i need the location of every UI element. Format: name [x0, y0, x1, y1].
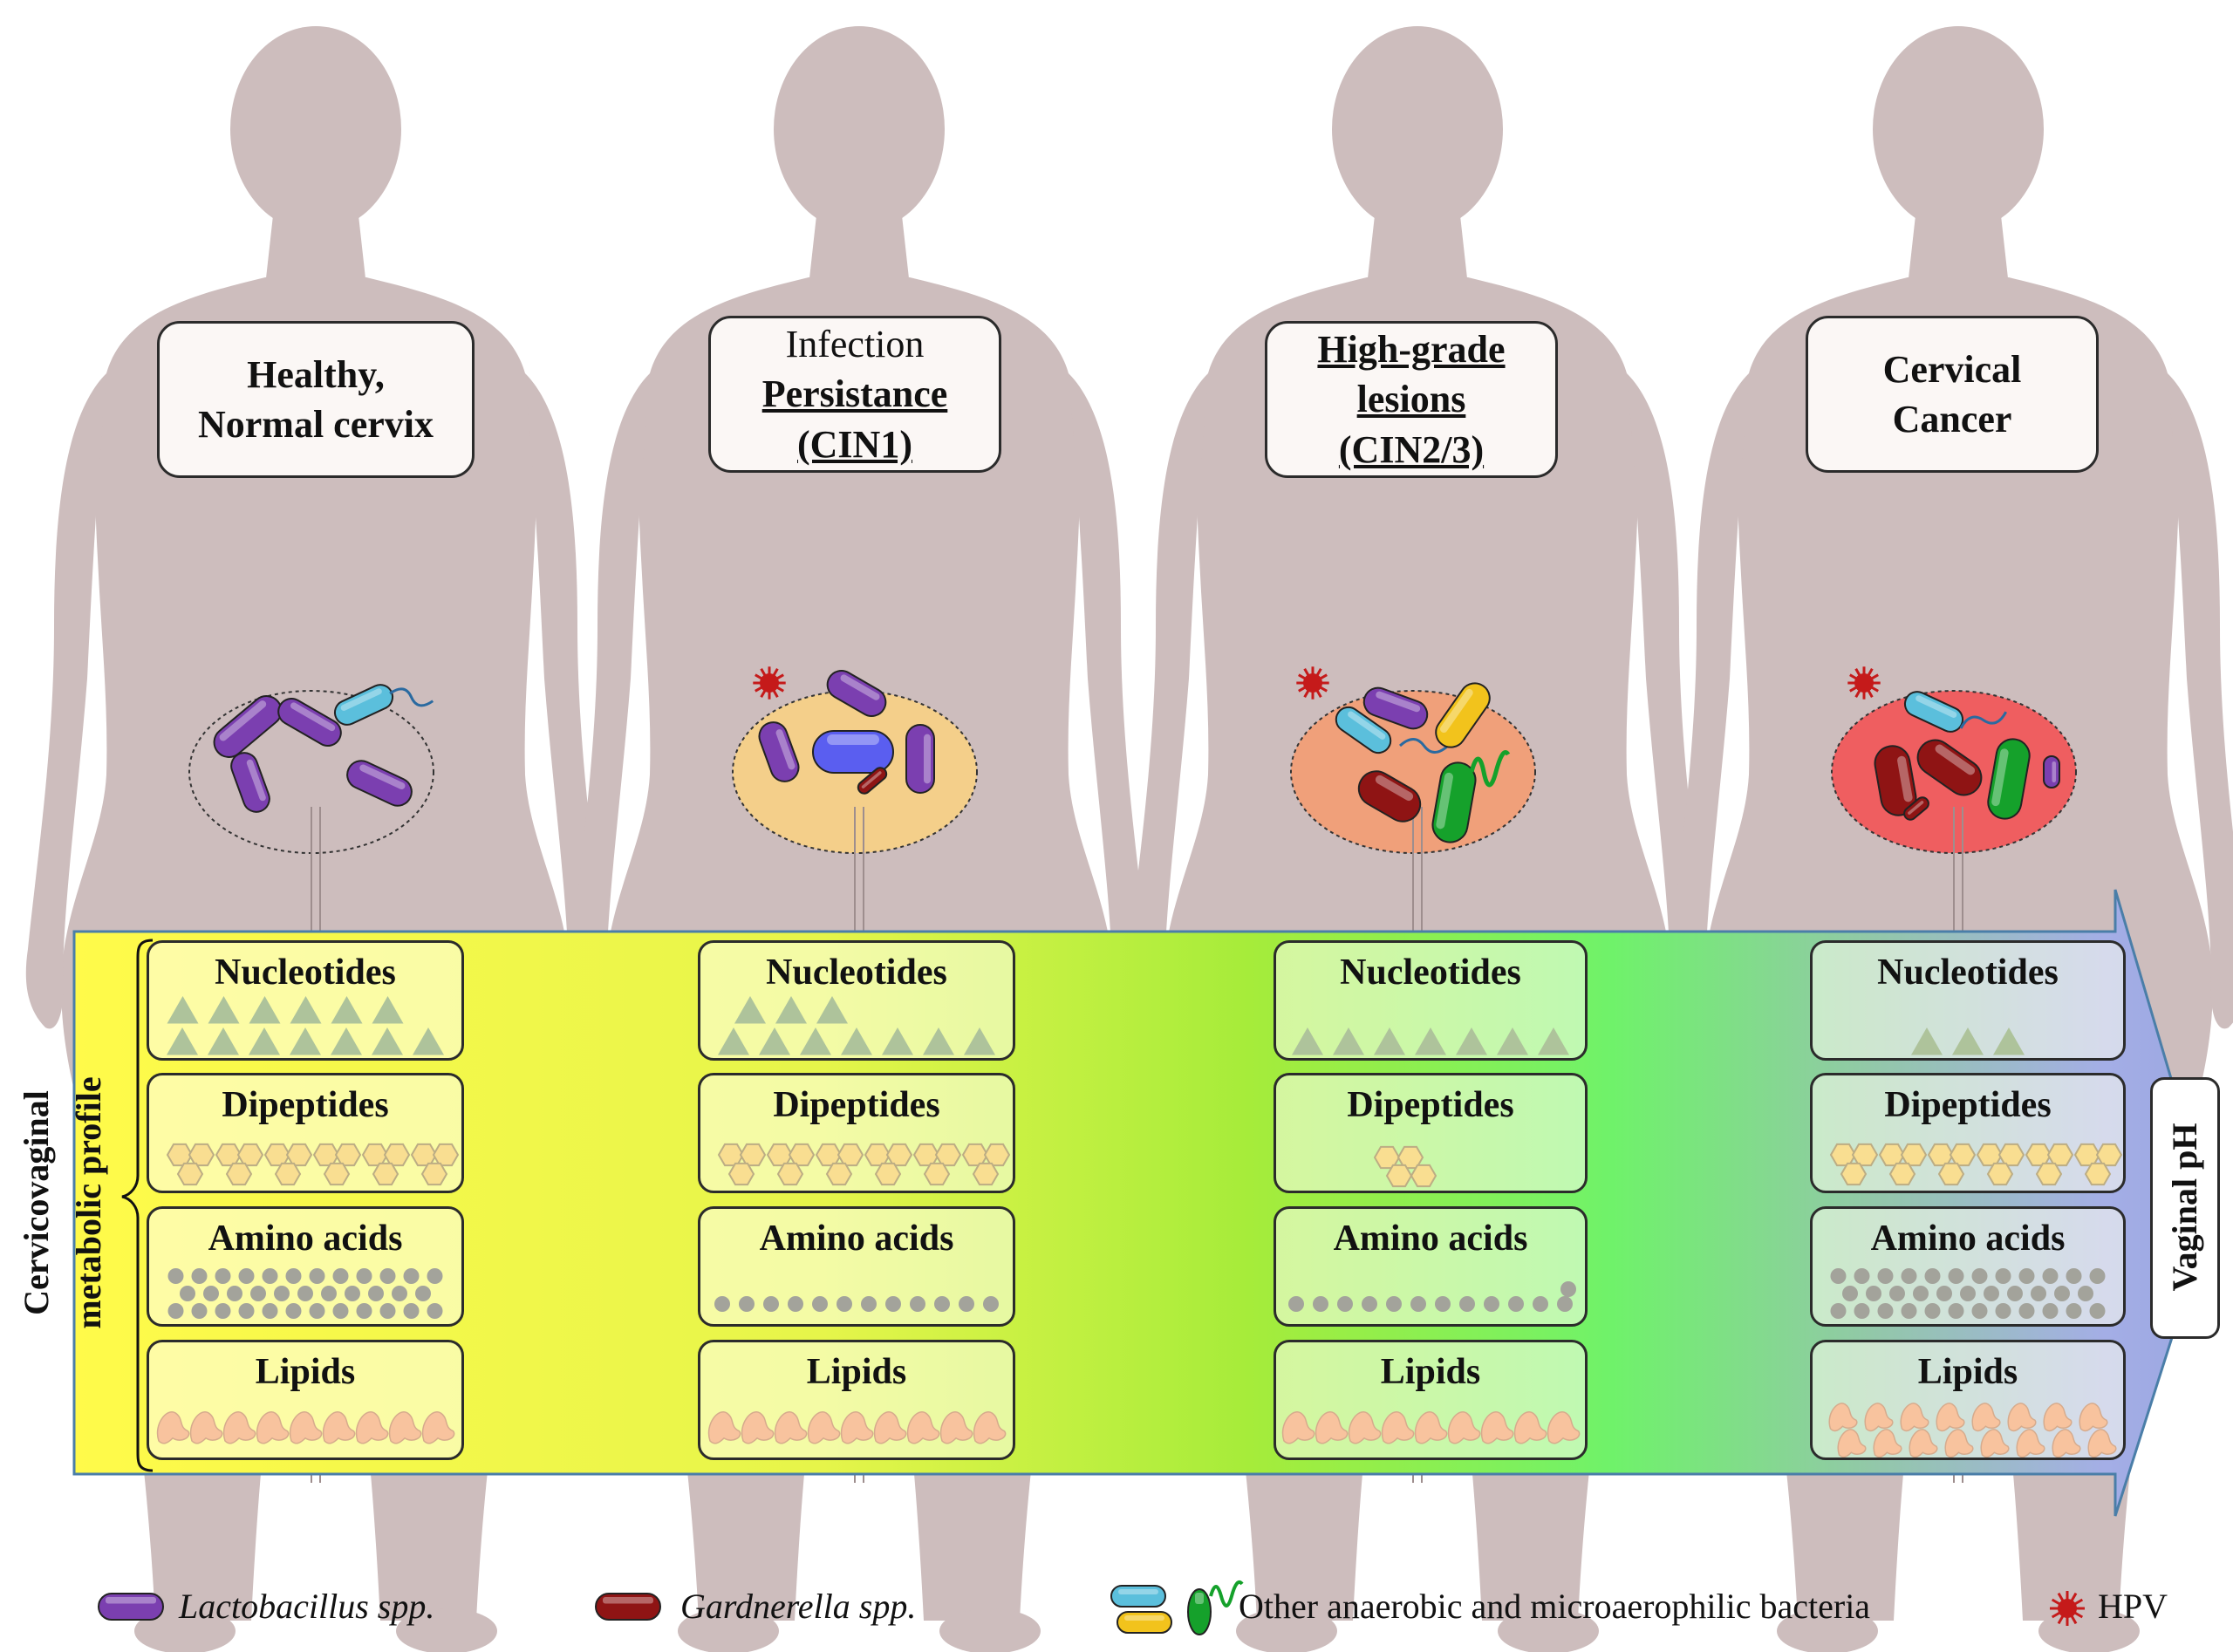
lactobacillus-rod: [277, 698, 342, 747]
other-bacterium: [1431, 761, 1477, 843]
ph-label: Vaginal pH: [2165, 1123, 2204, 1292]
lipids-label: Lipids: [255, 1352, 356, 1392]
amino_acids-label: Amino acids: [759, 1219, 954, 1259]
other-legend-icon: [1116, 1611, 1172, 1634]
lactobacillus-rod: [826, 670, 887, 717]
stage-label-line: (CIN2/3): [1338, 427, 1485, 471]
nucleotides-label: Nucleotides: [766, 952, 947, 993]
other-bacterium: [1335, 706, 1392, 754]
lactobacillus-rod: [1362, 686, 1429, 730]
legend-glyphs: [98, 1580, 2085, 1635]
stage-label-line: Cervical: [1882, 347, 2022, 391]
nucleotides-label: Nucleotides: [1877, 952, 2059, 993]
nucleotides-box: Nucleotides: [147, 940, 464, 1061]
gardnerella-legend-icon: [595, 1593, 661, 1621]
dipeptides-label: Dipeptides: [1347, 1085, 1514, 1125]
ph-box: [2150, 1077, 2220, 1339]
other-bacterium: [1987, 738, 2031, 820]
hpv-icon: [753, 666, 786, 700]
stage-label-line: Persistance: [761, 372, 948, 416]
stage-label-line: Cancer: [1892, 398, 2012, 440]
profile-label-line2: metabolic profile: [69, 1076, 108, 1329]
lipids-box: Lipids: [698, 1340, 1015, 1460]
lactobacillus-rod: [230, 752, 270, 813]
nucleotides-box: Nucleotides: [698, 940, 1015, 1061]
gardnerella-rod: [1357, 770, 1422, 823]
gardnerella-rod: [1874, 745, 1917, 816]
amino_acids-box: Amino acids: [1810, 1206, 2126, 1327]
legend-other: Other anaerobic and microaerophilic bact…: [1239, 1587, 1871, 1626]
amino_acids-box: Amino acids: [698, 1206, 1015, 1327]
flagellum: [1398, 738, 1450, 754]
stage-label-line: High-grade: [1317, 328, 1506, 372]
other-bacterium: [812, 730, 894, 774]
lactobacillus-rod: [905, 724, 935, 794]
amino_acids-box: Amino acids: [1274, 1206, 1588, 1327]
stage-label-healthy: Healthy, Normal cervix: [157, 321, 475, 478]
hpv-icon: [1296, 666, 1329, 700]
dipeptides-box: Dipeptides: [1274, 1073, 1588, 1193]
amino_acids-box: Amino acids: [147, 1206, 464, 1327]
stage-label-line: Normal cervix: [198, 403, 434, 446]
hpv-legend-icon: [2050, 1591, 2085, 1626]
lactobacillus-legend-icon: [98, 1593, 164, 1621]
stage-label-line: Healthy,: [247, 352, 385, 396]
other-legend-icon: [1187, 1588, 1212, 1635]
legend-lactobacillus: Lactobacillus spp.: [179, 1587, 435, 1626]
nucleotides-box: Nucleotides: [1810, 940, 2126, 1061]
other-legend-icon: [1110, 1585, 1166, 1608]
stage-label-line: (CIN1): [797, 422, 912, 466]
flagellum: [1959, 711, 2008, 729]
profile-bracket: [121, 939, 154, 1472]
amino_acids-label: Amino acids: [208, 1219, 403, 1259]
stage-label-line: lesions: [1356, 378, 1466, 421]
dipeptides-box: Dipeptides: [698, 1073, 1015, 1193]
lipids-box: Lipids: [1274, 1340, 1588, 1460]
dipeptides-label: Dipeptides: [222, 1085, 389, 1125]
dipeptides-label: Dipeptides: [773, 1085, 940, 1125]
dipeptides-box: Dipeptides: [1810, 1073, 2126, 1193]
lipids-label: Lipids: [806, 1352, 907, 1392]
lactobacillus-rod: [758, 721, 800, 782]
amino_acids-label: Amino acids: [1333, 1219, 1528, 1259]
flagellum: [389, 687, 434, 707]
progression-arrow: [72, 889, 2213, 1517]
lipids-label: Lipids: [1380, 1352, 1481, 1392]
lipids-label: Lipids: [1917, 1352, 2018, 1392]
lactobacillus-rod: [2043, 755, 2060, 788]
lipids-box: Lipids: [1810, 1340, 2126, 1460]
nucleotides-label: Nucleotides: [1340, 952, 1521, 993]
stage-label-cin23: High-grade lesions (CIN2/3): [1265, 321, 1558, 478]
legend-hpv: HPV: [2098, 1587, 2168, 1626]
gardnerella-rod: [857, 767, 888, 795]
lipids-box: Lipids: [147, 1340, 464, 1460]
legend-gardnerella: Gardnerella spp.: [680, 1587, 917, 1626]
dipeptides-box: Dipeptides: [147, 1073, 464, 1193]
amino_acids-label: Amino acids: [1870, 1219, 2066, 1259]
gardnerella-rod: [1916, 739, 1983, 796]
lactobacillus-rod: [346, 760, 413, 807]
nucleotides-box: Nucleotides: [1274, 940, 1588, 1061]
nucleotides-label: Nucleotides: [215, 952, 396, 993]
stage-label-line: Infection: [785, 323, 925, 366]
green-flagellum: [1209, 1580, 1244, 1608]
bacteria-layer: [213, 666, 2060, 843]
profile-label-line1: Cervicovaginal: [17, 1090, 56, 1315]
other-bacterium: [1435, 682, 1491, 748]
gardnerella-rod: [1903, 796, 1929, 821]
green-flagellum: [1469, 750, 1511, 788]
hpv-icon: [1847, 666, 1881, 700]
dipeptides-label: Dipeptides: [1884, 1085, 2052, 1125]
lactobacillus-rod: [213, 695, 283, 758]
